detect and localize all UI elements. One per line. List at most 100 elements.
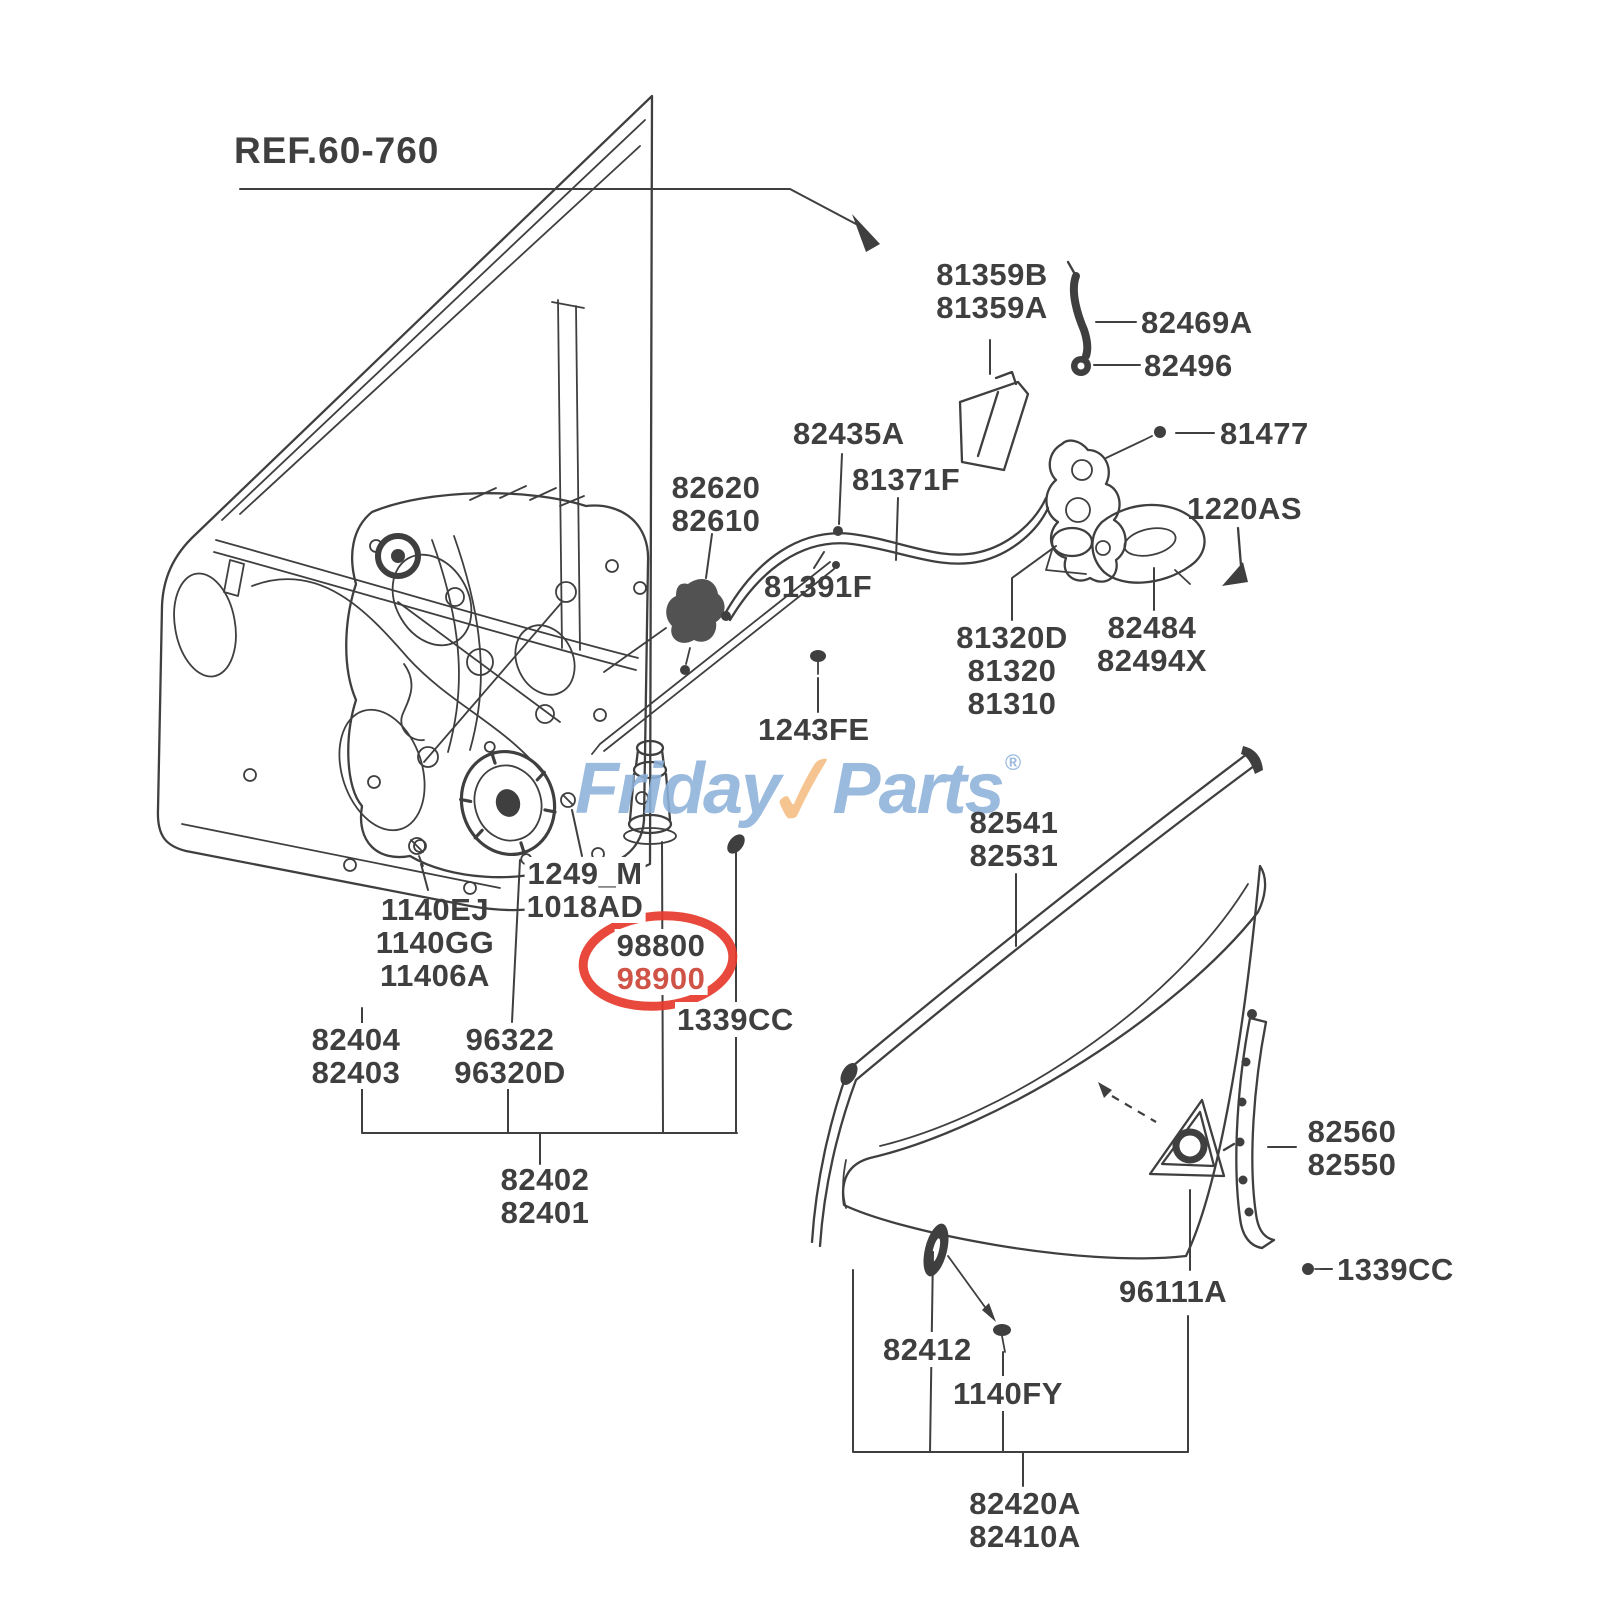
label-ref-60-760: REF.60-760	[234, 132, 439, 169]
watermark-fridayparts: Friday ✓ Parts ®	[575, 728, 1021, 854]
screw-1243fe	[810, 650, 826, 662]
channel-hole	[1235, 1137, 1245, 1147]
label-1140ej: 1140EJ 1140GG 11406A	[376, 893, 494, 992]
screw-1339cc-right	[1302, 1263, 1314, 1275]
handle-knob	[1095, 540, 1111, 556]
module-outline	[345, 492, 650, 879]
latch-cable-art	[721, 496, 1050, 622]
dark-hub	[391, 549, 405, 563]
pivot	[555, 581, 577, 603]
highlight-ellipse	[578, 911, 738, 1011]
label-82541: 82541 82531	[970, 806, 1059, 872]
bolt-slot	[562, 794, 574, 806]
watermark-check-icon: ✓	[755, 728, 855, 854]
channel-hole	[1244, 1207, 1254, 1217]
latch-bracket-art	[958, 370, 1030, 472]
part-number: 82620	[671, 470, 761, 505]
screw-1140fy	[993, 1324, 1011, 1336]
rod-end	[832, 561, 840, 569]
guide-channel-lines	[1235, 1016, 1276, 1250]
part-number: 82560	[1307, 1114, 1397, 1149]
part-number: 82610	[671, 503, 761, 538]
part-number: 82435A	[793, 416, 905, 451]
motor-collar	[632, 760, 668, 780]
label-82469a: 82469A	[1141, 306, 1253, 339]
module-opening	[514, 624, 576, 696]
part-number: 1249_M	[524, 857, 646, 890]
fasteners-art	[408, 214, 1322, 1353]
label-82496: 82496	[1144, 349, 1233, 382]
screw-1140ej	[408, 837, 426, 855]
part-number: 82403	[309, 1055, 403, 1090]
arrow-1220as-head	[1222, 562, 1248, 586]
part-number: 81391F	[764, 569, 873, 604]
door-rod-art	[591, 561, 840, 755]
label-1339cc-mid: 1339CC	[675, 1002, 796, 1037]
pivot	[445, 587, 465, 607]
rod-lines	[591, 561, 835, 755]
part-number: 96322	[452, 1023, 568, 1056]
latch-foot	[1045, 549, 1087, 575]
run-channel-lines	[810, 752, 1256, 1248]
watermark-text-parts: Parts	[832, 749, 1005, 829]
dark-ring	[375, 533, 421, 579]
checker-body	[666, 579, 725, 643]
clip-82412-slot	[931, 1238, 941, 1262]
bracket-outline	[958, 370, 1030, 472]
watermark-registered-icon: ®	[1004, 750, 1021, 775]
pivot	[535, 704, 555, 724]
part-number: 82404	[309, 1022, 403, 1057]
latch-outline	[1045, 439, 1127, 583]
part-number: 82531	[969, 838, 1059, 873]
label-81477: 81477	[1220, 417, 1309, 450]
part-number: 82401	[500, 1195, 590, 1230]
part-number: 1140FY	[951, 1376, 1065, 1411]
screw-81477	[1154, 426, 1166, 438]
part-number: 81320D	[956, 620, 1068, 655]
part-number: 1140EJ	[380, 892, 490, 927]
part-number: 96111A	[1119, 1274, 1228, 1309]
handle-link	[1174, 569, 1191, 585]
rod-grommet-hole	[1077, 362, 1085, 370]
screw-1140fy-shaft	[947, 1255, 1006, 1353]
bolt-hole	[635, 791, 649, 805]
pointer-arrowhead	[1098, 1082, 1112, 1098]
label-1140fy: 1140FY	[951, 1376, 1065, 1411]
bolt-hole	[413, 839, 427, 853]
door-module-art	[345, 485, 650, 879]
glass-outline	[841, 864, 1267, 1260]
part-number: 1140GG	[375, 925, 495, 960]
part-number: 96320D	[452, 1055, 568, 1090]
cable-line	[724, 496, 1050, 622]
pointer-dash	[1111, 1095, 1157, 1123]
module-opening	[391, 553, 473, 647]
part-number: 82469A	[1141, 305, 1253, 340]
window-glass-art	[841, 864, 1267, 1260]
label-82560: 82560 82550	[1308, 1115, 1397, 1181]
label-81320: 81320D 81320 81310	[956, 621, 1068, 720]
bolt-hole	[369, 539, 383, 553]
handle-recess	[1123, 527, 1177, 557]
glass-edge-line	[842, 883, 1249, 1209]
regulator-bolt	[560, 792, 576, 808]
guide-channel-art	[1235, 1009, 1276, 1250]
part-number: 98800	[614, 928, 708, 963]
run-channel-clip	[840, 1063, 858, 1085]
part-number: 1339CC	[1337, 1252, 1454, 1287]
triangle-grommet	[1172, 1128, 1208, 1164]
door-checker-art	[603, 579, 725, 675]
arrow-1220as-line	[1236, 526, 1243, 568]
part-number: 1339CC	[675, 1002, 796, 1037]
speaker-rim-ticks	[458, 751, 557, 855]
motor-body	[628, 748, 672, 822]
clip-82435a	[833, 526, 843, 536]
cable-end	[721, 611, 731, 621]
part-number: 82550	[1307, 1147, 1397, 1182]
arrow-1140fy-head	[982, 1303, 996, 1322]
part-number: 1018AD	[524, 889, 646, 924]
label-81359: 81359B 81359A	[936, 258, 1048, 324]
module-mechanism	[397, 485, 585, 763]
part-number: 81371F	[852, 462, 961, 497]
pivot	[466, 648, 494, 676]
